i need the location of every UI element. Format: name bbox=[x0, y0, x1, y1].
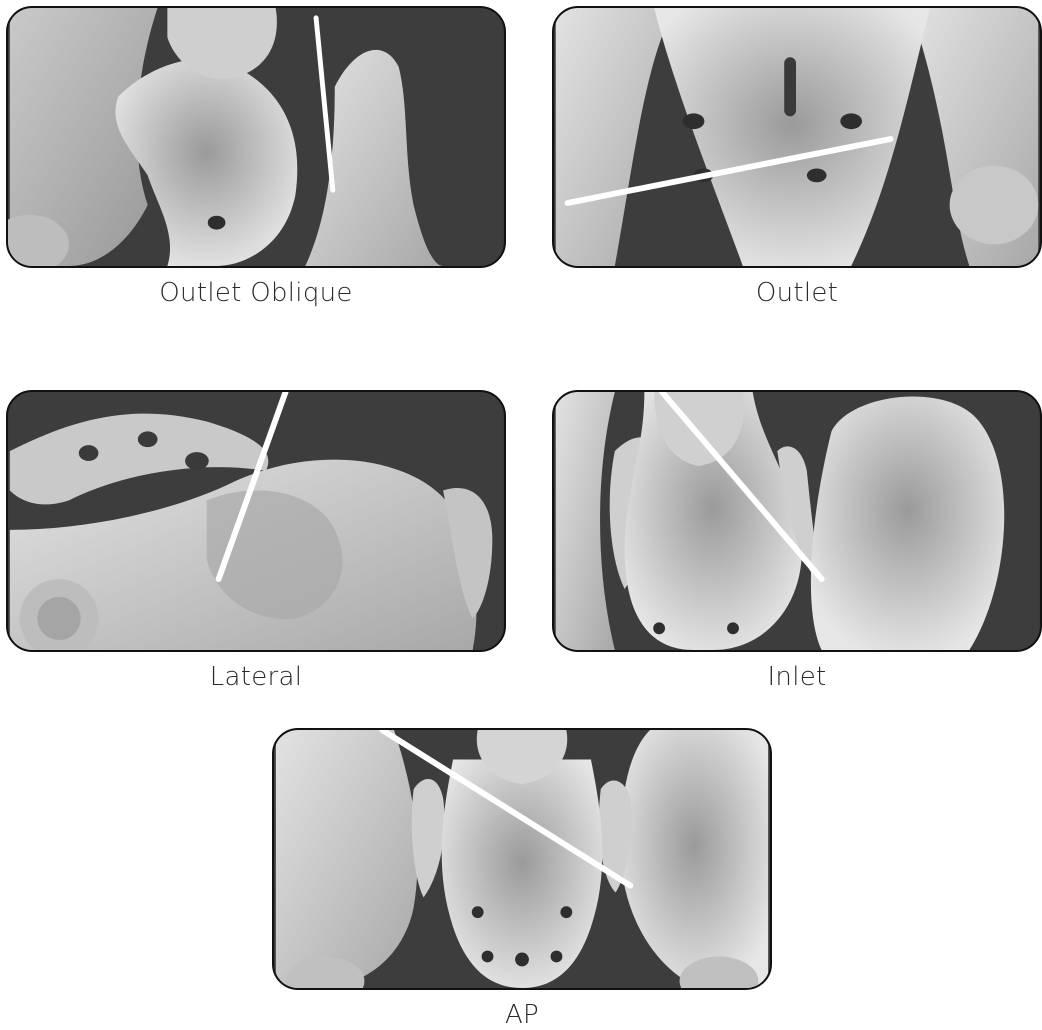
inlet-image bbox=[552, 390, 1042, 652]
foramen-shape bbox=[208, 216, 226, 230]
lateral-image bbox=[6, 390, 506, 652]
foramen-shape-1 bbox=[79, 445, 99, 461]
foramen-shape-5 bbox=[515, 953, 529, 967]
foramen-shape-4 bbox=[551, 951, 563, 963]
lateral-illustration bbox=[8, 392, 504, 650]
foramen-right-1 bbox=[840, 113, 862, 129]
foramen-shape-2 bbox=[138, 431, 158, 447]
ap-caption: AP bbox=[272, 1000, 772, 1030]
femoral-head-shape bbox=[950, 166, 1039, 245]
foramen-right-2 bbox=[807, 169, 827, 183]
spinous-groove-shape bbox=[784, 57, 796, 116]
outlet-caption: Outlet bbox=[552, 278, 1042, 308]
foramen-shape-3 bbox=[185, 452, 209, 470]
foramen-shape-1 bbox=[472, 906, 484, 918]
foramen-shape-2 bbox=[560, 906, 572, 918]
outlet-oblique-image bbox=[6, 6, 506, 268]
outlet-oblique-caption: Outlet Oblique bbox=[6, 278, 506, 308]
lateral-caption: Lateral bbox=[6, 662, 506, 692]
outlet-illustration bbox=[554, 8, 1040, 266]
outlet-image bbox=[552, 6, 1042, 268]
inlet-illustration bbox=[554, 392, 1040, 650]
femoral-head-inner bbox=[37, 597, 80, 640]
inlet-caption: Inlet bbox=[552, 662, 1042, 692]
right-ilium-shape bbox=[811, 396, 1004, 650]
foramen-shape-1 bbox=[653, 622, 665, 634]
foramen-shape-2 bbox=[727, 622, 739, 634]
ap-illustration bbox=[274, 730, 770, 988]
outlet-oblique-illustration bbox=[8, 8, 504, 266]
foramen-left-1 bbox=[683, 113, 705, 129]
ap-image bbox=[272, 728, 772, 990]
foramen-shape-3 bbox=[482, 951, 494, 963]
